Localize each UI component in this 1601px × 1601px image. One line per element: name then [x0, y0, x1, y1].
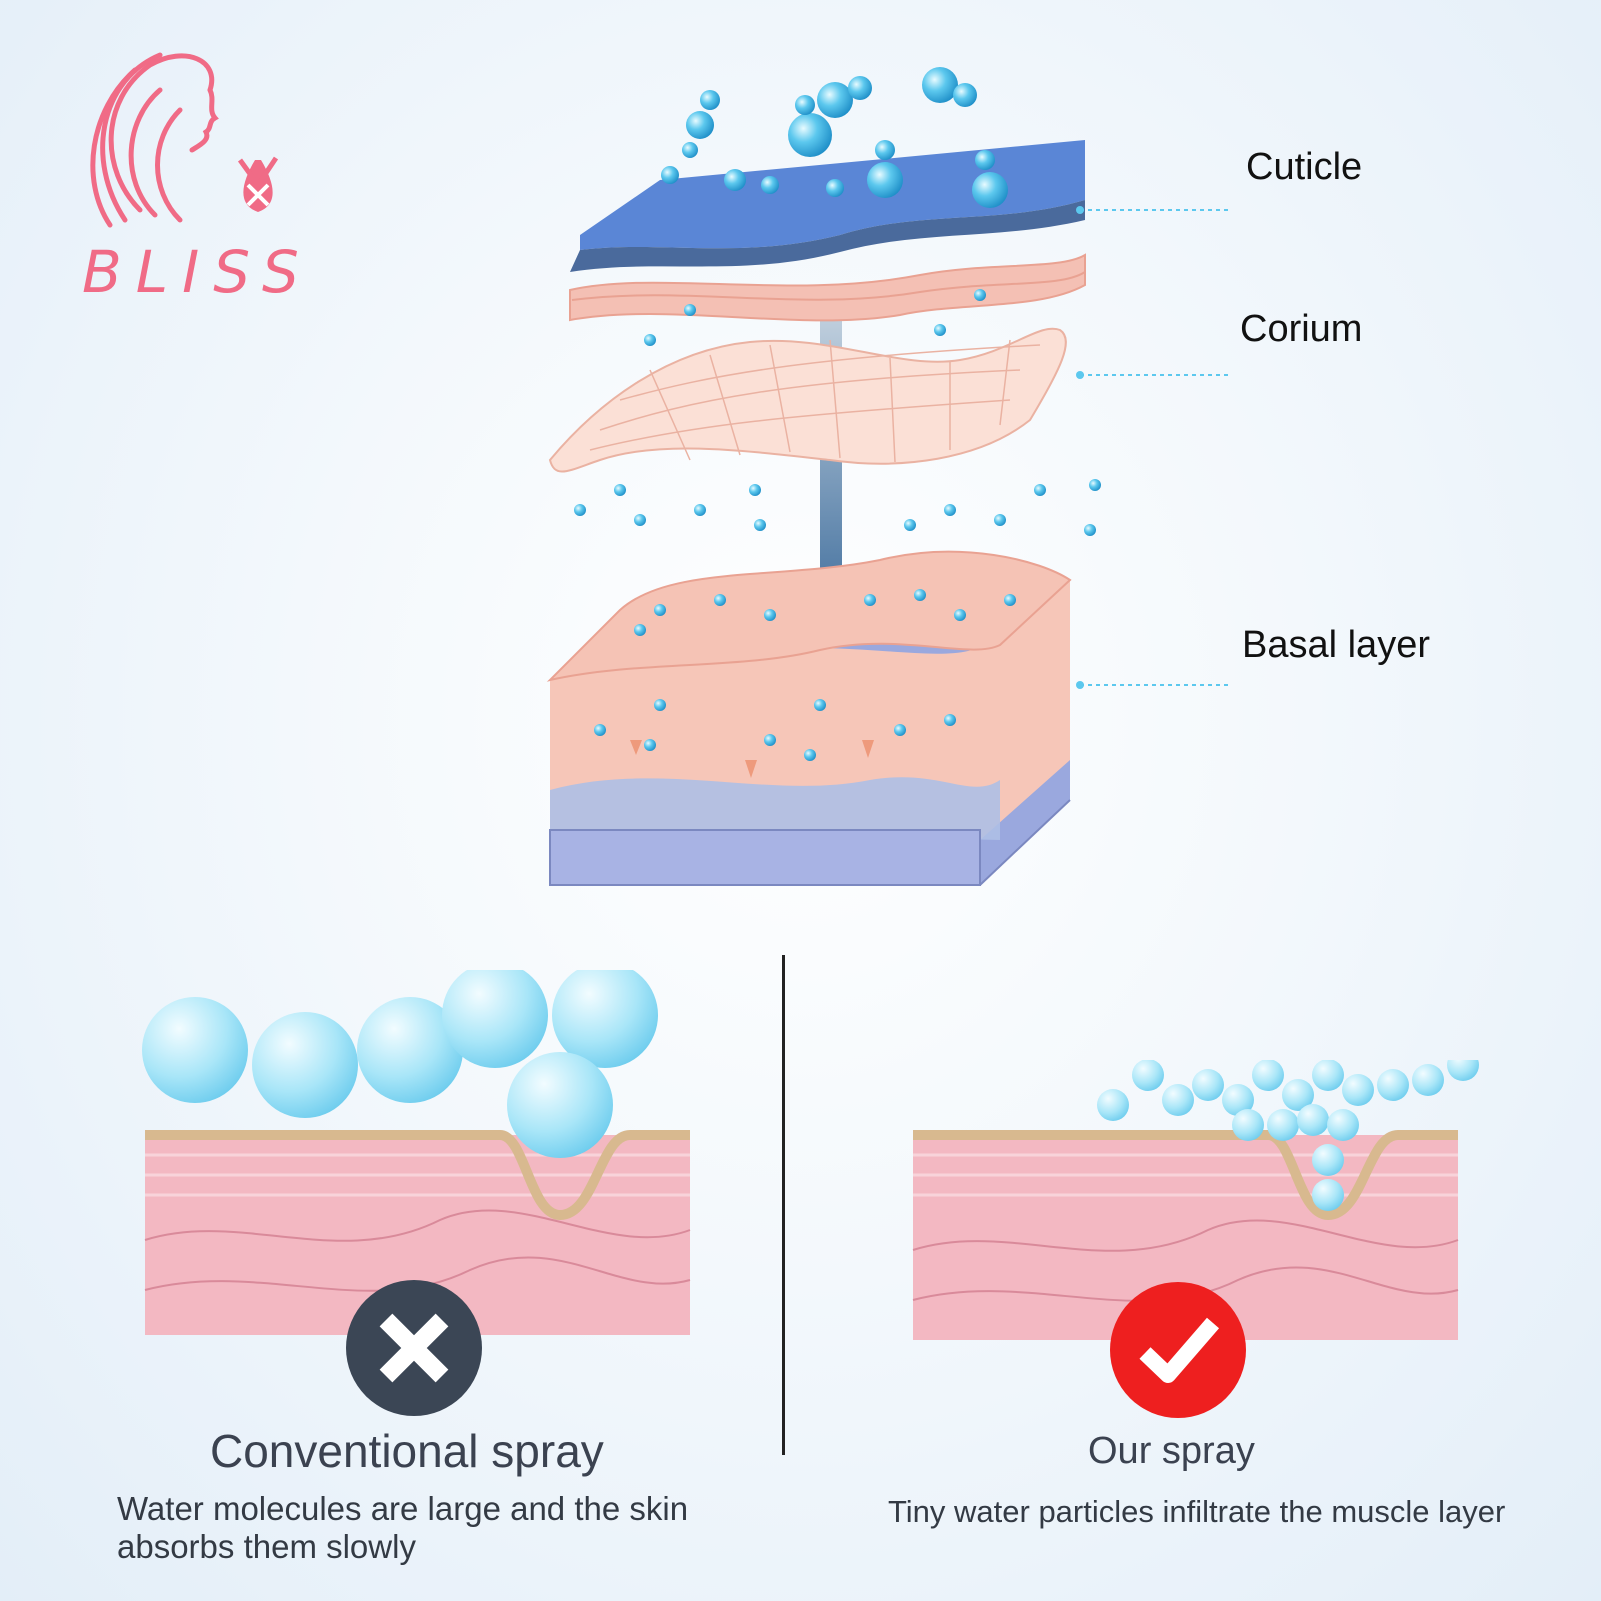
label-corium: Corium: [1240, 308, 1363, 350]
corium-layer: [548, 327, 1067, 473]
check-mark-icon: [1110, 1282, 1246, 1418]
label-cuticle: Cuticle: [1246, 146, 1363, 188]
x-mark-icon: [346, 1280, 482, 1416]
conventional-spray-description: Water molecules are large and the skin a…: [117, 1490, 797, 1566]
water-bubbles: [574, 67, 1101, 761]
our-spray-title: Our spray: [1088, 1430, 1255, 1472]
brand-name: BLISS: [82, 238, 313, 306]
conventional-desc-line2: absorbs them slowly: [117, 1528, 416, 1565]
conventional-spray-title: Conventional spray: [210, 1425, 604, 1477]
brand-logo: [80, 40, 310, 310]
our-spray-description: Tiny water particles infiltrate the musc…: [888, 1494, 1506, 1529]
basal-layer-block: [546, 550, 1072, 886]
cuticle-layer: [569, 140, 1086, 322]
leader-lines: [1080, 209, 1230, 686]
our-spray-illustration: [912, 1060, 1479, 1340]
woman-profile-logo-icon: [90, 52, 279, 228]
conventional-desc-line1: Water molecules are large and the skin: [117, 1490, 689, 1527]
conventional-spray-illustration: [142, 970, 691, 1335]
label-basal-layer: Basal layer: [1242, 624, 1430, 666]
skin-layers-diagram: [546, 67, 1230, 886]
panel-divider: [782, 955, 785, 1455]
